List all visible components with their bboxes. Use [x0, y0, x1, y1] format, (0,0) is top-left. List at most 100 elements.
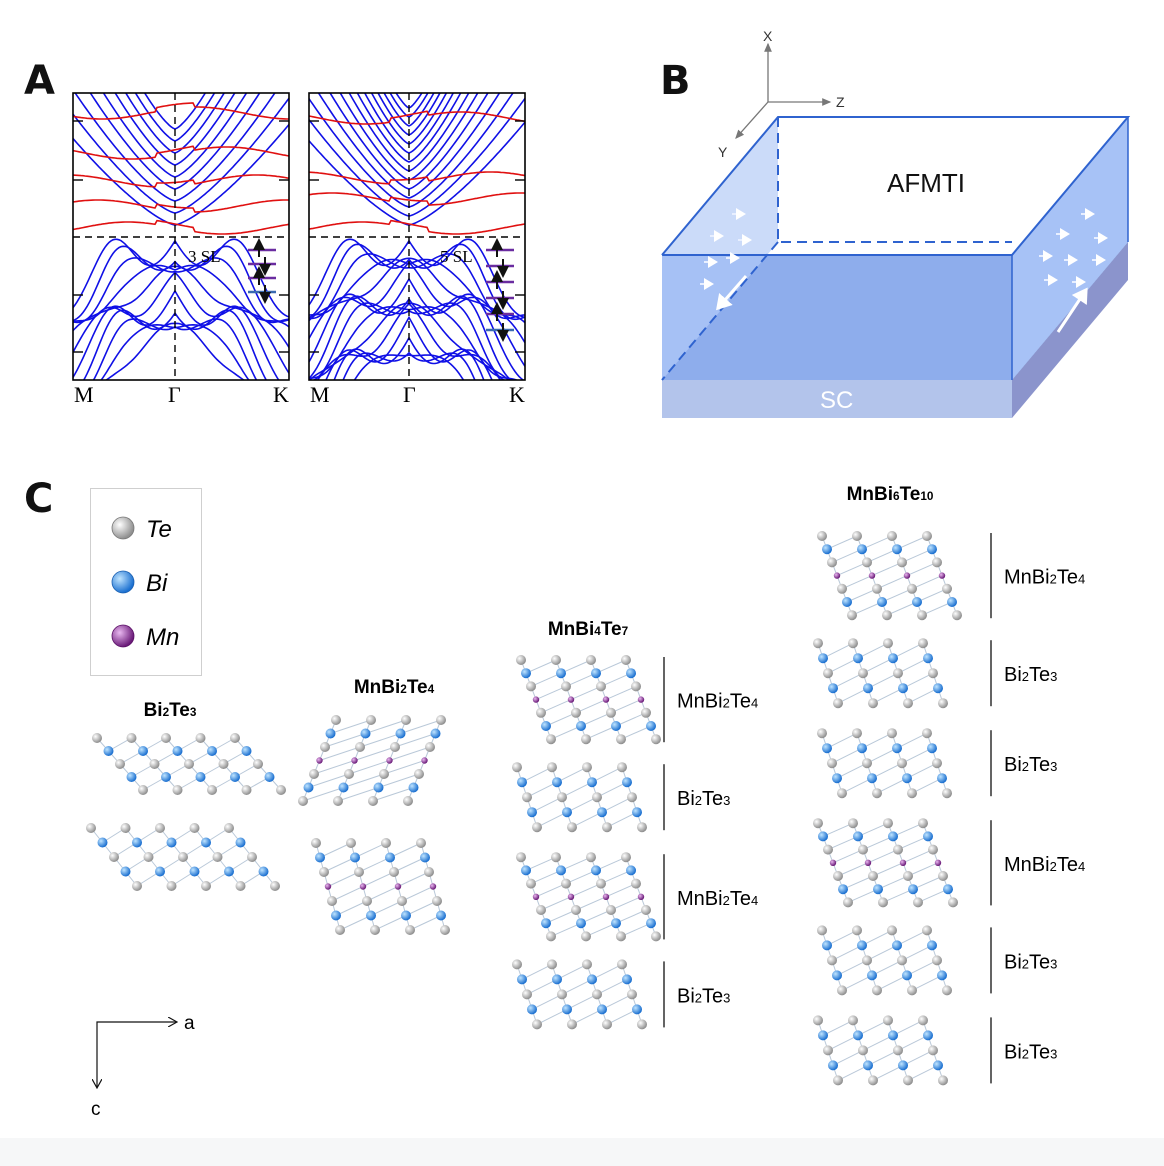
- te-atom: [817, 728, 827, 739]
- te-atom: [401, 715, 411, 725]
- bond: [827, 1034, 859, 1051]
- band-curve: [309, 121, 525, 226]
- bond: [882, 888, 914, 903]
- te-atom: [616, 734, 626, 745]
- mn-atom: [567, 893, 575, 900]
- mn-atom: [903, 572, 911, 579]
- structure-title: MnBi6Te10: [847, 484, 934, 505]
- te-atom: [606, 905, 616, 915]
- te-atom: [370, 925, 380, 935]
- panel-letter-c: C: [24, 476, 53, 522]
- bi-atom: [632, 1004, 642, 1015]
- afmti-label: AFMTI: [887, 168, 965, 198]
- bi-atom: [646, 721, 656, 731]
- mn-atom: [938, 572, 946, 579]
- bond: [525, 856, 557, 871]
- bond: [372, 787, 414, 802]
- bond: [907, 862, 939, 877]
- mn-atom: [868, 572, 876, 579]
- panel-letter-a: A: [24, 58, 55, 104]
- te-atom: [366, 715, 376, 725]
- bond: [600, 869, 632, 885]
- te-atom: [872, 788, 882, 799]
- bi-atom: [611, 918, 621, 929]
- mn-atom: [421, 757, 428, 764]
- bi-atom: [902, 970, 912, 981]
- bond: [595, 659, 627, 674]
- bi-atom: [552, 777, 562, 788]
- te-atom: [561, 878, 571, 889]
- bond: [550, 922, 582, 937]
- te-atom: [621, 852, 631, 863]
- te-atom: [932, 557, 942, 568]
- bond: [897, 835, 929, 851]
- te-atom: [512, 762, 522, 773]
- band-curve: [370, 93, 448, 145]
- bi-atom: [888, 1030, 898, 1041]
- bond: [531, 993, 563, 1010]
- bond: [545, 712, 577, 727]
- band-curve: [329, 93, 489, 190]
- te-atom: [907, 788, 917, 799]
- te-atom: [932, 758, 942, 769]
- bi-atom: [201, 837, 211, 848]
- te-atom: [897, 955, 907, 966]
- bi-atom: [927, 743, 937, 754]
- bond: [571, 1008, 603, 1025]
- bi-atom: [937, 970, 947, 981]
- te-atom: [903, 871, 913, 881]
- bi-atom: [818, 831, 828, 842]
- hinge-current-right-arrow: [1056, 287, 1088, 333]
- k-label-m: M: [310, 382, 330, 407]
- band-curve: [325, 315, 493, 380]
- te-atom: [887, 728, 897, 739]
- bond: [571, 811, 603, 828]
- bond: [892, 1019, 924, 1036]
- bond: [378, 773, 420, 788]
- bi-atom: [385, 852, 395, 863]
- bond: [561, 978, 593, 995]
- band-curve: [73, 145, 289, 160]
- bond: [331, 886, 364, 902]
- te-atom: [606, 707, 616, 718]
- bi-atom: [166, 837, 177, 848]
- bi-atom: [235, 837, 246, 848]
- te-atom: [837, 583, 847, 594]
- te-atom: [627, 989, 637, 1000]
- te-atom: [557, 792, 567, 803]
- bond: [902, 1049, 934, 1066]
- bond: [596, 978, 628, 995]
- bond: [837, 1064, 869, 1081]
- te-atom: [178, 852, 188, 862]
- bond: [896, 732, 928, 749]
- bond: [901, 944, 933, 961]
- te-atom: [207, 785, 217, 795]
- band-curve: [82, 309, 268, 380]
- mn-atom: [602, 893, 610, 900]
- te-atom: [858, 844, 868, 855]
- panel-letter-b: B: [660, 58, 691, 104]
- bi-atom: [517, 974, 527, 985]
- bond: [526, 978, 558, 995]
- bond: [907, 687, 939, 704]
- bi-atom: [587, 777, 597, 788]
- bond: [313, 760, 355, 775]
- te-atom: [621, 655, 631, 665]
- te-atom: [333, 796, 343, 806]
- bi-atom: [366, 910, 376, 921]
- te-atom: [567, 1019, 577, 1030]
- band-curve: [143, 93, 207, 130]
- mn-atom: [429, 883, 437, 890]
- bond: [836, 959, 868, 976]
- te-atom: [309, 769, 319, 779]
- te-atom: [827, 758, 837, 769]
- bond: [906, 959, 938, 976]
- te-atom: [903, 1075, 913, 1086]
- te-atom: [922, 531, 932, 541]
- layer-label: Bi2Te3: [677, 788, 730, 810]
- bond: [866, 548, 898, 563]
- bond: [861, 535, 893, 550]
- layer-label: MnBi2Te4: [677, 691, 758, 713]
- bond: [560, 856, 592, 871]
